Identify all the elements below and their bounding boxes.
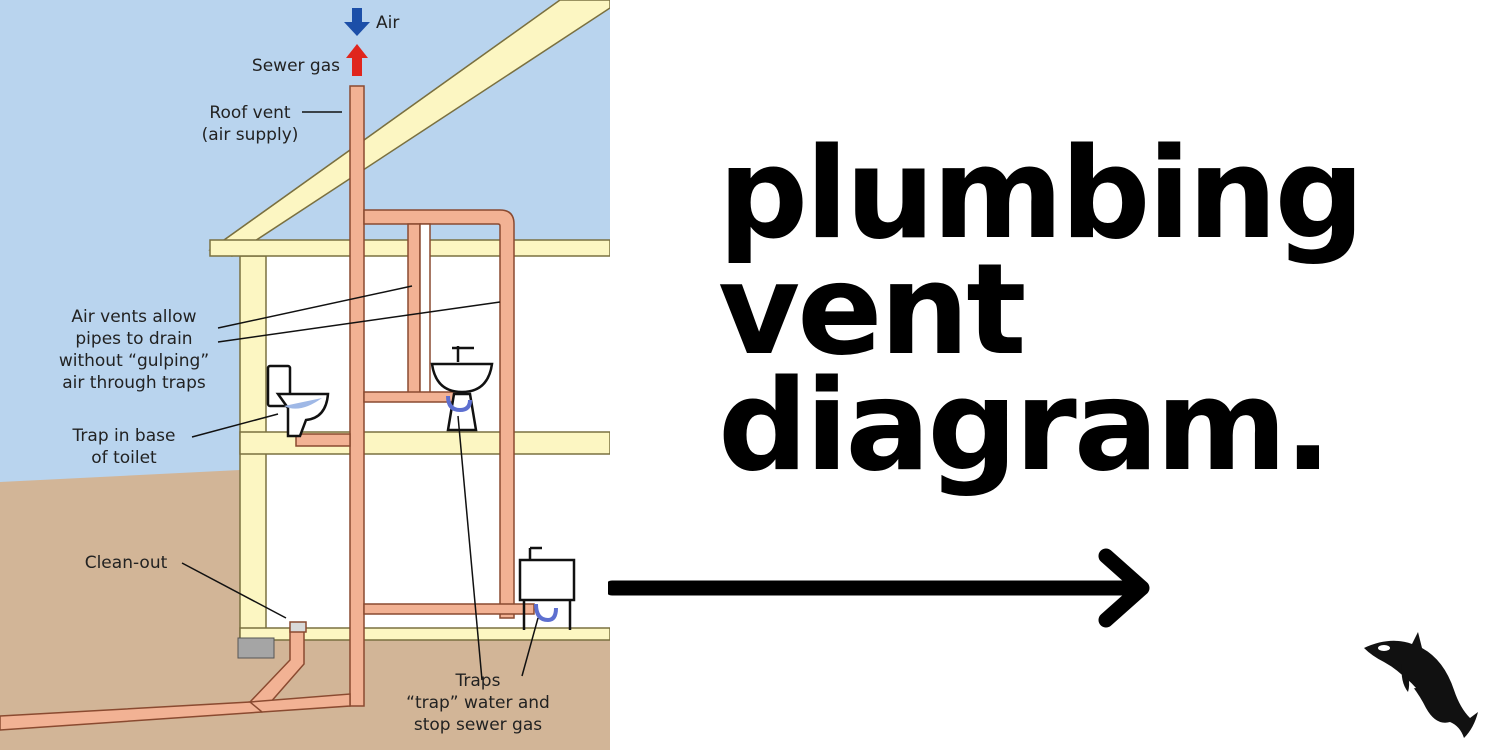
label-trap-toilet-2: of toilet	[91, 448, 157, 468]
label-air-vents-1: Air vents allow	[71, 307, 196, 327]
sewer-gas-up-arrow-icon	[346, 44, 368, 76]
plumbing-vent-illustration: Air Sewer gas Roof vent (air supply) Air…	[0, 0, 610, 750]
right-arrow-icon	[608, 548, 1150, 628]
air-down-arrow-icon	[344, 8, 370, 36]
headline-line-1: plumbing	[718, 120, 1365, 267]
vent-branch-1	[407, 223, 421, 400]
label-roof-vent: Roof vent	[209, 103, 291, 123]
upper-vent-pipe	[363, 209, 515, 619]
label-traps-2: “trap” water and	[406, 693, 550, 713]
headline-line-2: vent	[718, 236, 1027, 383]
label-traps-3: stop sewer gas	[414, 715, 542, 735]
sink-fixture	[430, 346, 494, 432]
headline: plumbing vent diagram.	[718, 120, 1365, 499]
label-air-vents-3: without “gulping”	[59, 351, 209, 371]
headline-line-3: diagram.	[718, 352, 1332, 499]
leader-lines	[181, 111, 539, 681]
label-roof-vent-sub: (air supply)	[202, 125, 299, 145]
orca-logo-icon	[1364, 632, 1478, 738]
sewer-line-joint	[248, 693, 351, 713]
label-trap-toilet-1: Trap in base	[72, 426, 176, 446]
main-stack-pipe	[349, 85, 365, 707]
toilet-drain-pipe	[295, 433, 351, 447]
toilet-fixture	[266, 364, 330, 438]
label-air-vents-4: air through traps	[62, 373, 206, 393]
clean-out-cap	[289, 621, 307, 633]
basement-drain-pipe	[363, 603, 535, 615]
label-sewer-gas: Sewer gas	[252, 56, 340, 76]
laundry-tub-fixture	[518, 546, 576, 630]
label-air-vents-2: pipes to drain	[75, 329, 192, 349]
label-air: Air	[376, 13, 399, 33]
pipes	[0, 85, 535, 731]
label-clean-out: Clean-out	[85, 553, 168, 573]
label-traps-1: Traps	[455, 671, 501, 691]
